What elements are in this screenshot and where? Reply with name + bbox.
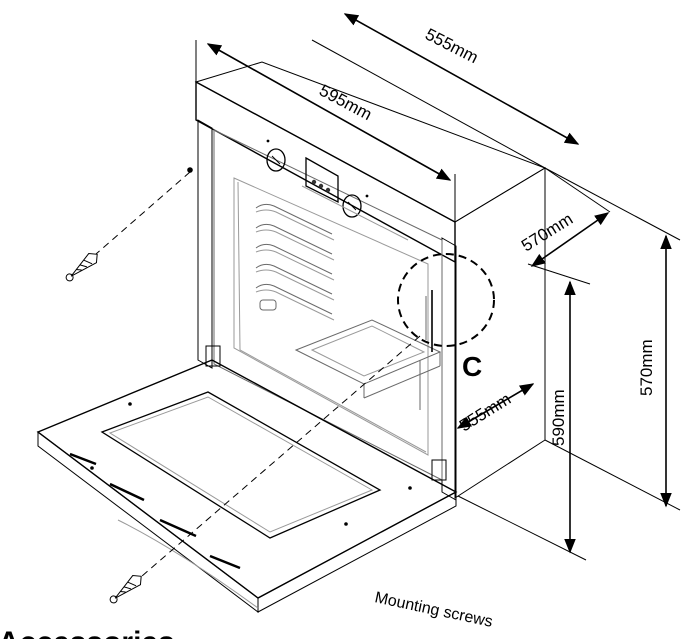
detail-callout-label: C	[462, 351, 482, 382]
cavity-depth-label: 555mm	[456, 389, 514, 435]
side-depth-label: 570mm	[518, 209, 576, 255]
oven-body	[194, 61, 547, 501]
oven-door	[36, 359, 458, 614]
lower-screw-icon	[109, 575, 142, 604]
upper-screw-icon	[65, 253, 98, 282]
right-control-knob	[342, 194, 362, 218]
section-heading: Accessories	[0, 626, 175, 639]
shelf-rails	[255, 185, 409, 321]
oven-rack	[294, 290, 442, 410]
door-hinges	[205, 345, 447, 481]
dimension-lines	[195, 13, 681, 561]
mounting-screws-label: Mounting screws	[373, 589, 494, 631]
front-width-label: 595mm	[316, 81, 375, 124]
front-height-label: 590mm	[549, 389, 568, 446]
outer-height-label: 570mm	[637, 339, 656, 396]
upper-mounting-screw	[65, 167, 193, 282]
detail-callout-circle	[397, 253, 495, 347]
lower-mounting-screw	[109, 335, 421, 604]
top-depth-label: 555mm	[422, 25, 481, 68]
